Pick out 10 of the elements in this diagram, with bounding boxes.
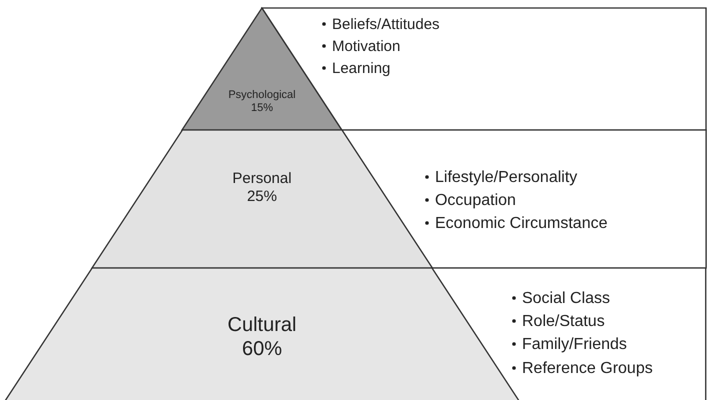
list-item: Role/Status [522,312,605,332]
list-item: Occupation [434,191,516,212]
list-item: Reference Groups [522,358,653,379]
list-item: Social Class [522,289,610,309]
list-item: Family/Friends [522,335,627,356]
list-item: Economic Circumstance [434,214,608,234]
list-item: Beliefs/Attitudes [332,15,440,35]
list-item: Learning [332,58,390,78]
list-item: Lifestyle/Personality [434,168,578,188]
list-item: Motivation [332,36,400,57]
